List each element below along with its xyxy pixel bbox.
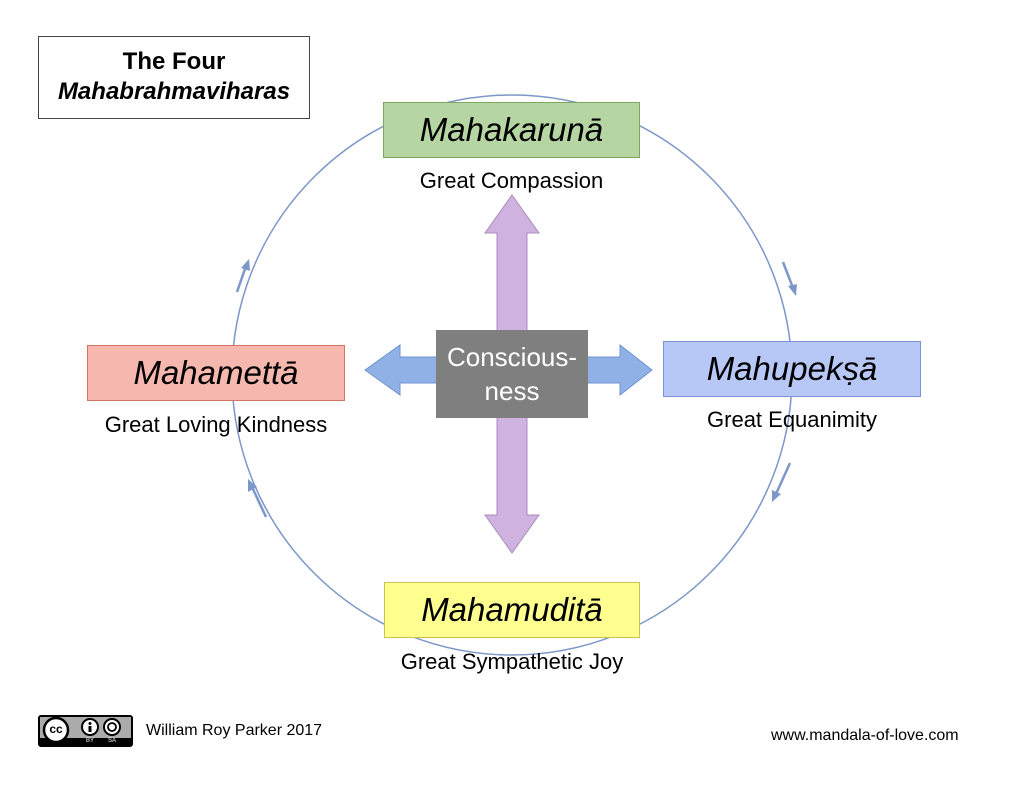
diagram-title: The Four Mahabrahmaviharas (38, 36, 310, 119)
by-label: BY (85, 738, 94, 744)
sa-label: SA (107, 738, 116, 744)
node-bottom-subtitle: Great Sympathetic Joy (400, 649, 624, 674)
arrow-down-left-icon (772, 462, 792, 502)
cc-label: cc (49, 722, 63, 736)
node-top-name: Mahakarunā (419, 111, 604, 148)
node-right-name: Mahupekṣā (706, 350, 878, 387)
arrow-down-right-icon (781, 261, 797, 296)
center-consciousness-box: Conscious- ness (436, 330, 588, 418)
node-left-name: Mahamettā (133, 354, 299, 391)
arrow-up-left-lower-icon (248, 479, 268, 518)
cc-license-badge: cc BY SA (38, 715, 133, 747)
center-line-1: Conscious- (446, 342, 578, 372)
footer-author: William Roy Parker 2017 (146, 722, 323, 739)
node-bottom-name: Mahamuditā (421, 591, 603, 628)
cc-by-sa-icon (40, 717, 131, 745)
arrow-up-left-icon (235, 259, 250, 293)
node-right-subtitle: Great Equanimity (707, 407, 877, 432)
node-top-box: Mahakarunā (383, 102, 640, 158)
node-right-box: Mahupekṣā (663, 341, 921, 397)
footer-website-link[interactable]: www.mandala-of-love.com (771, 727, 959, 744)
node-left-subtitle: Great Loving Kindness (104, 412, 328, 437)
node-left-box: Mahamettā (87, 345, 345, 401)
title-line-2: Mahabrahmaviharas (57, 78, 291, 105)
node-top-subtitle: Great Compassion (419, 168, 604, 193)
center-line-2: ness (484, 376, 540, 406)
title-line-1: The Four (122, 48, 226, 75)
node-bottom-box: Mahamuditā (384, 582, 640, 638)
